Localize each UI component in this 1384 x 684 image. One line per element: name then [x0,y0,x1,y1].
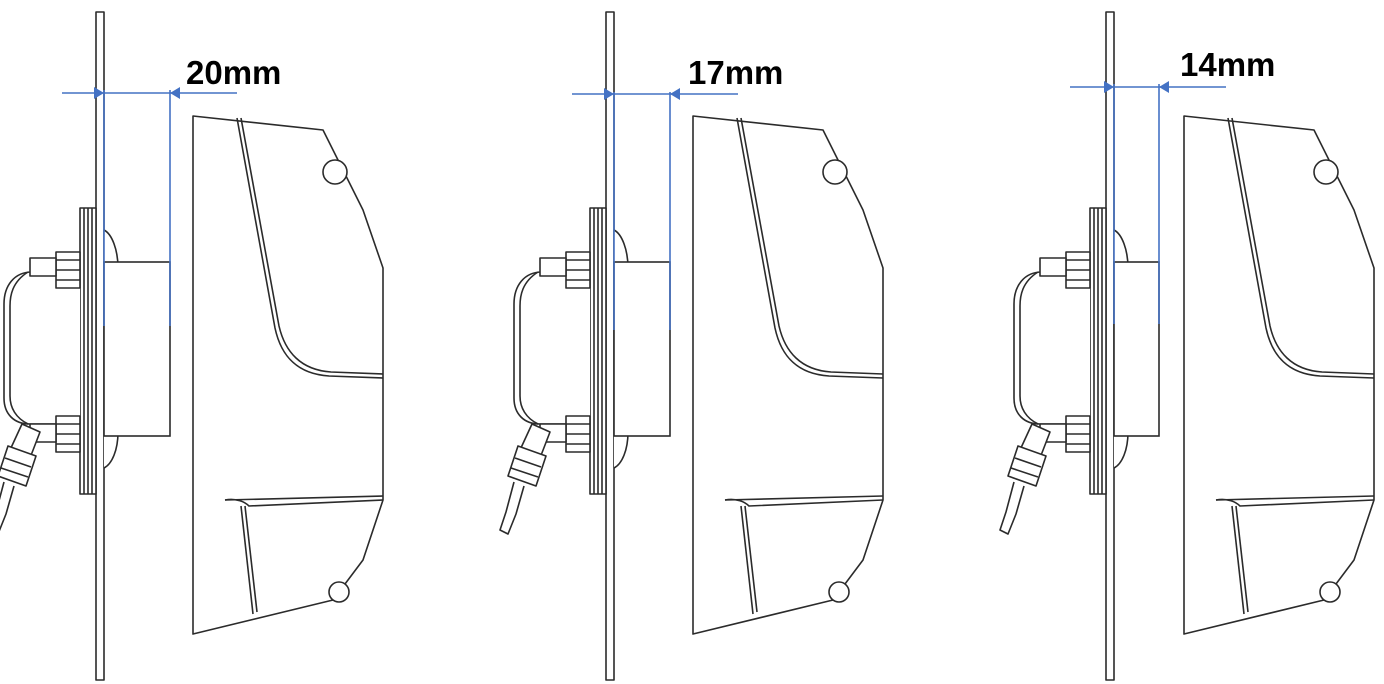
light-housing-1 [192,115,384,635]
assembly-17mm: 17mm [499,11,884,681]
light-housing-3 [1183,115,1375,635]
assembly-20mm: 20mm [0,11,384,681]
dimension-label-20mm: 20mm [186,54,281,91]
dimension-20mm [62,90,237,326]
dimension-17mm [572,92,738,330]
mount-plate-3 [999,11,1129,681]
dimension-label-14mm: 14mm [1180,46,1275,83]
spacer-block-3 [1113,261,1160,437]
mount-plate-1 [0,11,119,681]
spacer-block-1 [103,261,171,437]
dimension-label-17mm: 17mm [688,54,783,91]
light-housing-2 [692,115,884,635]
spacer-block-2 [613,261,671,437]
assembly-14mm: 14mm [999,11,1375,681]
mount-plate-2 [499,11,629,681]
